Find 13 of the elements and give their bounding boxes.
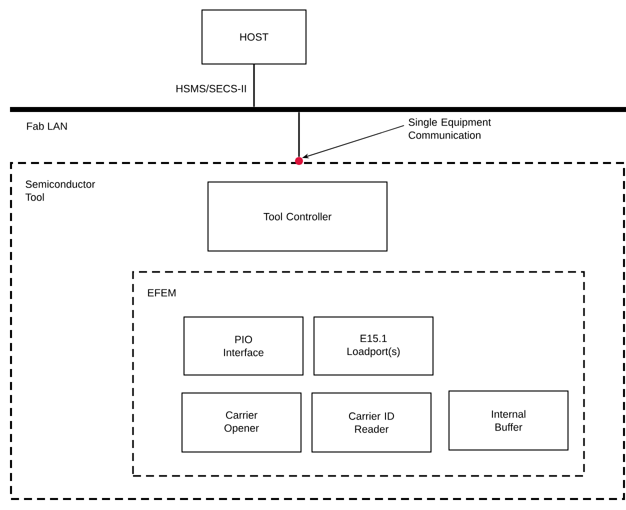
host-box: HOST: [202, 10, 306, 64]
module-box: Internal Buffer: [448, 390, 568, 450]
connection-dot: [295, 156, 303, 165]
module-box: Carrier ID Reader: [312, 392, 432, 452]
module-box: E15.1 Loadport(s): [314, 316, 434, 376]
connector-line: [253, 64, 255, 107]
connector-line: [298, 112, 300, 157]
bus-label: Fab LAN: [27, 122, 67, 130]
edge-label: HSMS/SECS-II: [176, 84, 246, 92]
callout-text: Single Equipment Communication: [408, 118, 491, 139]
module-box: Carrier Opener: [182, 392, 302, 452]
module-box: PIO Interface: [184, 316, 304, 376]
controller-box: Tool Controller: [208, 182, 388, 252]
